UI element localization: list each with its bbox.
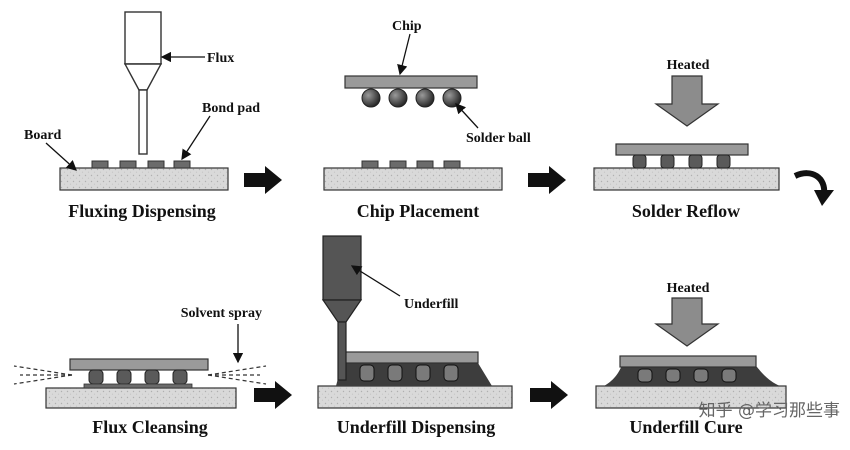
solvent-spray-left bbox=[13, 365, 73, 385]
heated-label-bottom: Heated bbox=[667, 281, 710, 296]
step-label-underfill-dispensing: Underfill Dispensing bbox=[337, 417, 496, 437]
chip bbox=[615, 143, 749, 156]
chip bbox=[341, 351, 479, 364]
heated-label-top: Heated bbox=[667, 58, 710, 73]
process-arrow bbox=[254, 381, 292, 409]
step-flux-cleansing: Solvent spray Flux Cleansing bbox=[13, 306, 267, 437]
board bbox=[59, 167, 229, 191]
step-underfill-dispensing: Underfill Underfill Dispensing bbox=[317, 235, 513, 437]
underfill-label: Underfill bbox=[404, 297, 459, 312]
board-label: Board bbox=[24, 128, 62, 143]
cured-underfill bbox=[604, 366, 780, 386]
flux-dispenser bbox=[123, 11, 163, 155]
process-arrow bbox=[244, 166, 282, 194]
board bbox=[45, 387, 237, 409]
watermark-text: 知乎 @学习那些事 bbox=[699, 401, 840, 421]
chip bbox=[344, 75, 478, 89]
step-label-chip-placement: Chip Placement bbox=[357, 201, 479, 221]
chip bbox=[619, 355, 757, 368]
solder-joints bbox=[637, 368, 737, 383]
heat-arrow bbox=[654, 297, 720, 347]
solvent-spray-right bbox=[207, 365, 267, 385]
board bbox=[317, 385, 513, 409]
step-label-underfill-cure: Underfill Cure bbox=[629, 417, 742, 437]
step-fluxing-dispensing: Flux Bond pad Board Fluxing Dispensing bbox=[24, 11, 260, 221]
step-label-solder-reflow: Solder Reflow bbox=[632, 201, 740, 221]
solder-ball-label: Solder ball bbox=[466, 131, 531, 146]
process-arrow bbox=[530, 381, 568, 409]
process-arrow bbox=[528, 166, 566, 194]
pad-strip bbox=[83, 383, 193, 389]
solder-joints bbox=[88, 369, 188, 385]
chip bbox=[69, 358, 209, 371]
heat-arrow bbox=[654, 75, 720, 127]
bond-pads bbox=[91, 160, 191, 169]
chip-label: Chip bbox=[392, 19, 422, 34]
bond-pad-label: Bond pad bbox=[202, 101, 260, 116]
step-solder-reflow: Heated Solder Reflow bbox=[593, 58, 780, 221]
step-underfill-cure: Heated Underfill Cure bbox=[595, 281, 787, 437]
solder-balls bbox=[361, 88, 462, 108]
flux-label: Flux bbox=[207, 51, 234, 66]
step-label-flux-cleansing: Flux Cleansing bbox=[92, 417, 208, 437]
solvent-spray-label: Solvent spray bbox=[181, 306, 262, 321]
underfill-material bbox=[336, 363, 492, 386]
solder-joints bbox=[359, 364, 459, 382]
step-chip-placement: Chip Solder ball Chip Placement bbox=[323, 19, 531, 221]
board bbox=[593, 167, 780, 191]
step-label-fluxing-dispensing: Fluxing Dispensing bbox=[68, 201, 216, 221]
bond-pads bbox=[361, 160, 461, 169]
underfill-dispenser bbox=[321, 235, 363, 381]
solder-joints bbox=[632, 154, 731, 169]
return-arrow-icon bbox=[793, 170, 834, 206]
board bbox=[323, 167, 503, 191]
